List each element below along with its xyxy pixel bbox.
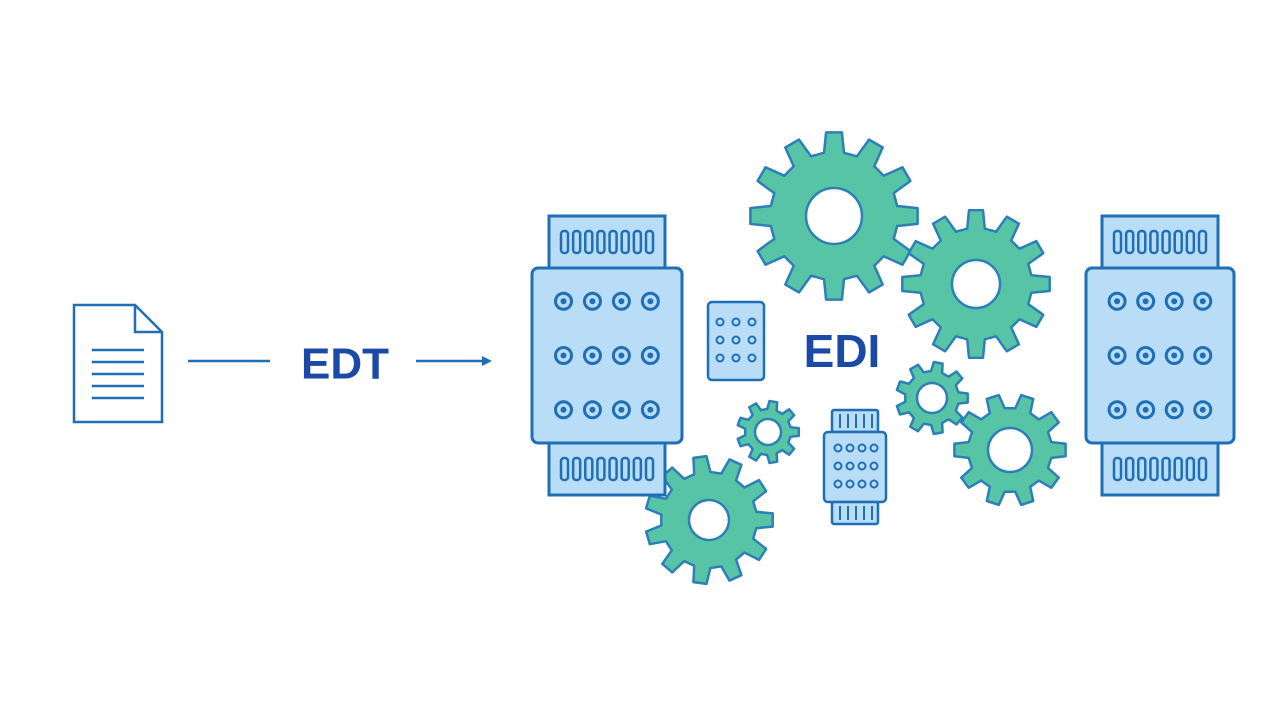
gear-group bbox=[644, 131, 1067, 586]
gear-icon bbox=[736, 399, 801, 465]
document-icon bbox=[72, 303, 164, 424]
gear-icon bbox=[901, 209, 1051, 359]
edi-label: EDI bbox=[804, 325, 881, 377]
chip-icon bbox=[822, 408, 888, 526]
edt-label: EDT bbox=[301, 340, 389, 389]
chip-icon bbox=[706, 300, 766, 382]
gear-icon bbox=[644, 454, 774, 586]
server-icon bbox=[1084, 214, 1236, 497]
server-icon bbox=[530, 214, 684, 497]
gear-icon bbox=[749, 131, 919, 301]
gear-icon bbox=[895, 360, 969, 436]
gear-icon bbox=[953, 393, 1067, 507]
